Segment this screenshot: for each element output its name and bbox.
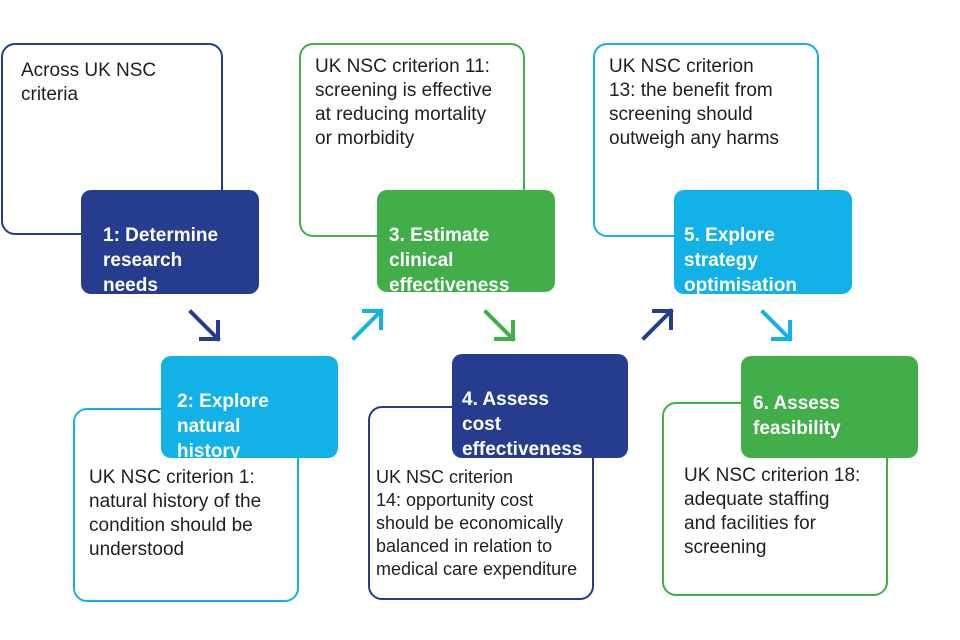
- step-1-criteria-text: Across UK NSC criteria: [21, 60, 157, 105]
- step-1-box: 1: Determine research needs: [81, 190, 259, 296]
- arrow-4-icon: [641, 308, 674, 341]
- step-3-box: 3. Estimate clinical effectiveness: [377, 190, 555, 296]
- arrow-2-icon: [351, 308, 384, 341]
- step-5-criteria-text: UK NSC criterion 13: the benefit from sc…: [609, 56, 780, 149]
- arrow-1-shape: [188, 309, 221, 342]
- step-6-label: 6. Assess feasibility: [753, 393, 841, 439]
- step-3-label: 3. Estimate clinical effectiveness: [389, 225, 510, 296]
- arrow-3-icon: [483, 309, 516, 342]
- step-1-label: 1: Determine research needs: [103, 225, 219, 296]
- step-5-box: 5. Explore strategy optimisation: [674, 190, 852, 296]
- arrow-5-icon: [760, 309, 793, 342]
- step-5-label: 5. Explore strategy optimisation: [684, 225, 797, 296]
- step-4-box: 4. Assess cost effectiveness: [452, 354, 628, 460]
- arrow-3-shape: [483, 309, 516, 342]
- arrow-5-shape: [760, 309, 793, 342]
- step-6-box: 6. Assess feasibility: [741, 356, 918, 458]
- step-2-label: 2: Explore natural history: [177, 391, 269, 462]
- step-3-criteria-text: UK NSC criterion 11: screening is effect…: [315, 56, 493, 149]
- step-2-box: 2: Explore natural history: [161, 356, 338, 462]
- arrow-1-icon: [188, 309, 221, 342]
- step-4-label: 4. Assess cost effectiveness: [462, 389, 583, 460]
- arrow-2-shape: [351, 308, 384, 341]
- step-2-criteria-text: UK NSC criterion 1: natural history of t…: [89, 467, 262, 560]
- step-6-criteria-text: UK NSC criterion 18: adequate staffing a…: [684, 465, 861, 558]
- arrow-4-shape: [641, 308, 674, 341]
- step-4-criteria-text: UK NSC criterion 14: opportunity cost sh…: [376, 467, 578, 579]
